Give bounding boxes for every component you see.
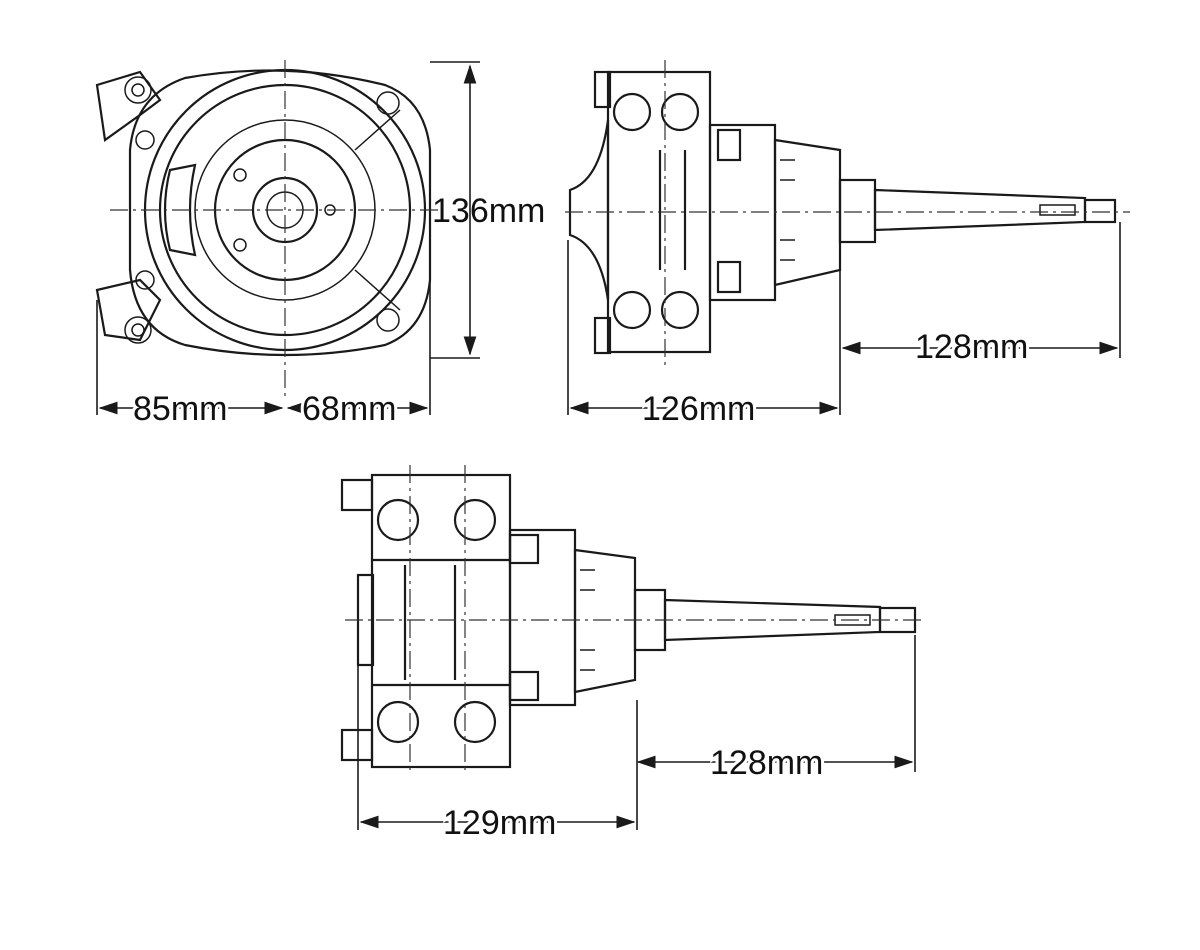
bottom-view: 128mm 129mm — [340, 465, 925, 845]
dim-side-body-width: 126mm — [642, 390, 755, 428]
dim-front-height: 136mm — [432, 192, 545, 230]
front-view: 136mm 85mm 68mm — [95, 60, 545, 431]
dim-bottom-shaft-length: 128mm — [710, 744, 823, 782]
dim-front-left-width: 85mm — [133, 390, 227, 428]
side-view: 126mm 128mm — [565, 60, 1130, 431]
dim-side-shaft-length: 128mm — [915, 328, 1028, 366]
dim-bottom-body-width: 129mm — [443, 804, 556, 842]
dim-front-right-width: 68mm — [302, 390, 396, 428]
